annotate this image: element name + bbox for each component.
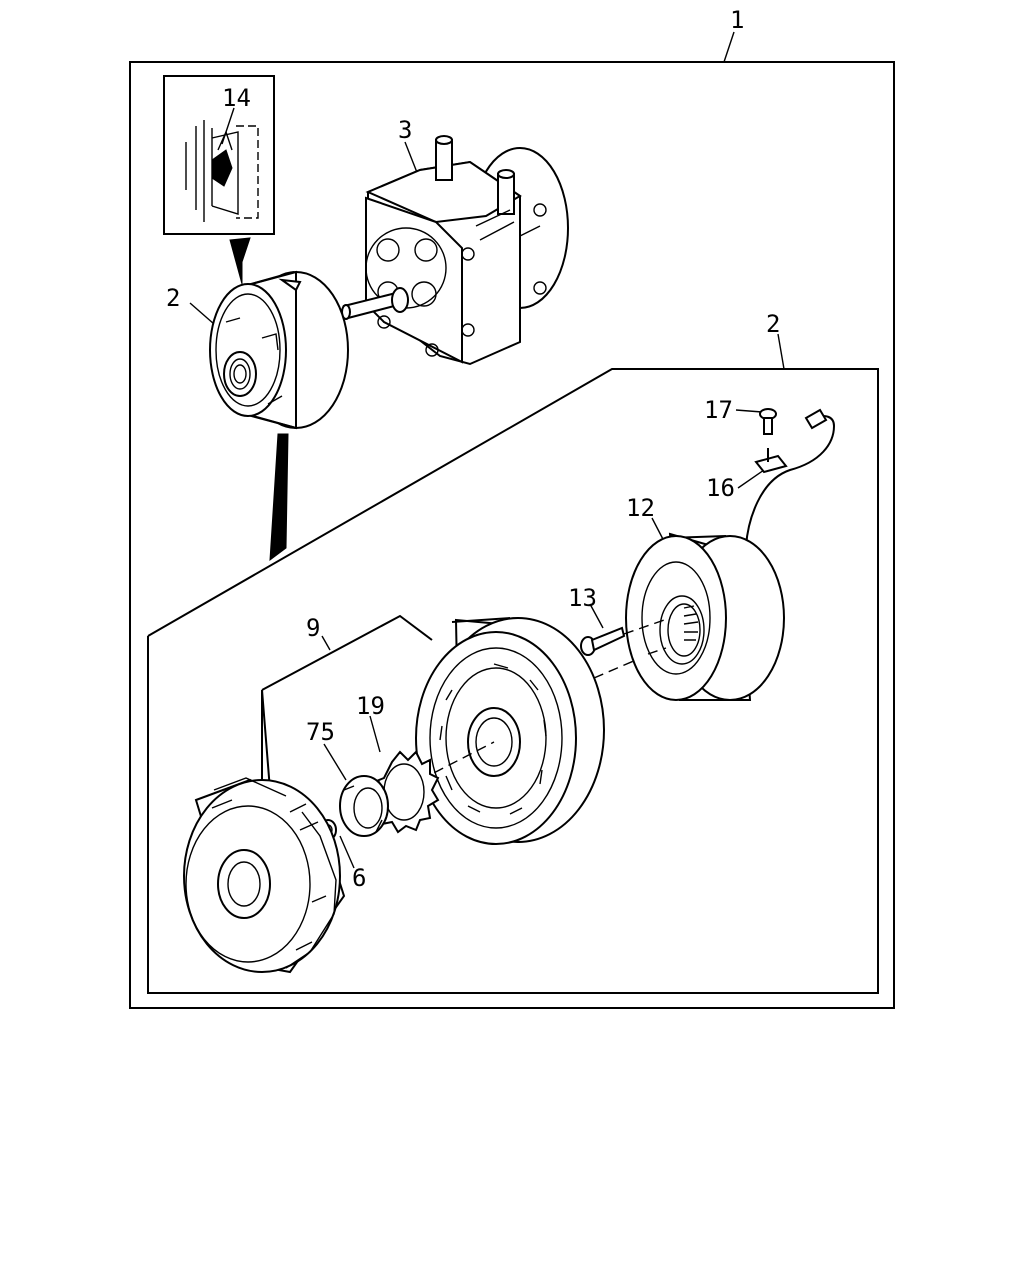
- detail-pointer-arrow: [229, 237, 251, 285]
- snap-ring: [339, 775, 389, 837]
- leader-clutch-group: [777, 333, 785, 370]
- pulley: [415, 617, 605, 845]
- leader-clamp-screw: [735, 409, 763, 413]
- leader-assembly: [723, 31, 735, 63]
- callout-shim: 19: [356, 692, 385, 720]
- compressor-body: [341, 135, 569, 366]
- leader-coil-bolt: [589, 603, 604, 629]
- assembly-centerline-upper: [593, 617, 671, 679]
- callout-detail-part: 14: [222, 84, 251, 112]
- callout-field-coil: 12: [626, 494, 655, 522]
- leader-compressor: [404, 141, 419, 176]
- leader-shim: [369, 715, 381, 753]
- leader-snap-ring: [323, 743, 347, 781]
- assembly-frame: [129, 61, 895, 1009]
- field-coil: [625, 532, 785, 701]
- callout-compressor: 3: [398, 116, 412, 144]
- leader-clutch-top: [189, 302, 215, 325]
- leader-lead-clamp: [737, 469, 765, 489]
- callout-assembly: 1: [730, 6, 744, 34]
- callout-lead-clamp: 16: [706, 474, 735, 502]
- leader-nut: [339, 835, 355, 869]
- clutch-pointer-arrow: [269, 433, 289, 562]
- coil-bolt: [580, 626, 626, 656]
- callout-clutch-group: 2: [766, 310, 780, 338]
- callout-drive-plate: 9: [306, 614, 320, 642]
- lead-clamp: [754, 448, 788, 474]
- callout-coil-bolt: 13: [568, 584, 597, 612]
- assembly-centerline-lower: [419, 741, 495, 781]
- coil-lead-wire: [745, 415, 836, 547]
- callout-clutch-top: 2: [166, 284, 180, 312]
- clutch-assembly-top: [209, 270, 349, 430]
- clutch-group-frame: [147, 368, 879, 994]
- leader-drive-plate: [321, 635, 331, 651]
- drive-plate: [183, 777, 346, 974]
- callout-nut: 6: [352, 864, 366, 892]
- coil-connector: [804, 408, 828, 430]
- clamp-screw: [759, 408, 777, 435]
- callout-snap-ring: 75: [306, 718, 335, 746]
- drive-plate-group-bracket-lines: [261, 614, 433, 791]
- detail-inset: [163, 75, 275, 235]
- callout-clamp-screw: 17: [704, 396, 733, 424]
